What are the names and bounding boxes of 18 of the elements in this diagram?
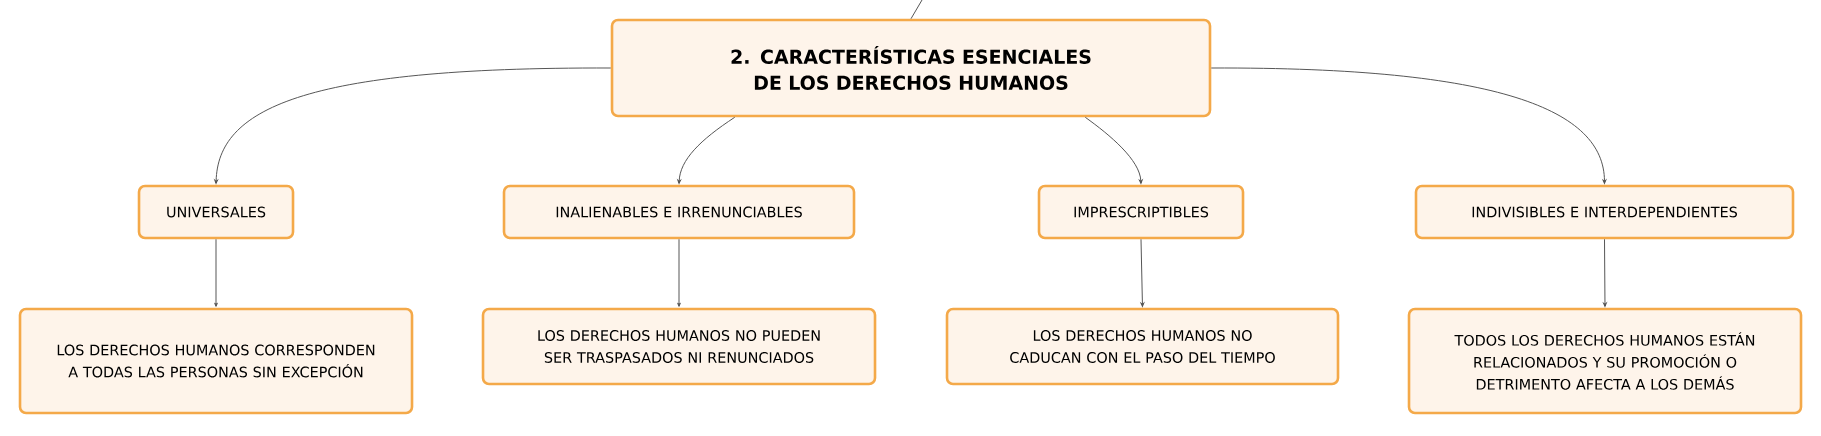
category-box: IMPRESCRIPTIBLES bbox=[1037, 184, 1245, 240]
category-box: INDIVISIBLES E INTERDEPENDIENTES bbox=[1414, 184, 1795, 240]
connector bbox=[1210, 67, 1607, 184]
connector bbox=[677, 116, 736, 184]
connector bbox=[214, 238, 218, 307]
connector bbox=[1603, 238, 1607, 307]
connector bbox=[677, 238, 681, 307]
title-box: 2. CARACTERÍSTICAS ESENCIALES DE LOS DERECHOS HUMANOS bbox=[610, 18, 1212, 118]
description-box: TODOS LOS DERECHOS HUMANOS ESTÁN RELACIONADOS Y SU PROMOCIÓN O DETRIMENTO AFECTA A LOS DEMÁS bbox=[1407, 307, 1803, 415]
category-box: UNIVERSALES bbox=[137, 184, 295, 240]
description-box: LOS DERECHOS HUMANOS CORRESPONDEN A TODAS LAS PERSONAS SIN EXCEPCIÓN bbox=[18, 307, 414, 415]
connector bbox=[1084, 116, 1143, 184]
category-box: INALIENABLES E IRRENUNCIABLES bbox=[502, 184, 856, 240]
description-box: LOS DERECHOS HUMANOS NO CADUCAN CON EL PASO DEL TIEMPO bbox=[945, 307, 1340, 386]
connector bbox=[214, 67, 612, 184]
description-box: LOS DERECHOS HUMANOS NO PUEDEN SER TRASPASADOS NI RENUNCIADOS bbox=[481, 307, 877, 386]
connector bbox=[910, 0, 923, 20]
connector bbox=[1140, 238, 1145, 307]
